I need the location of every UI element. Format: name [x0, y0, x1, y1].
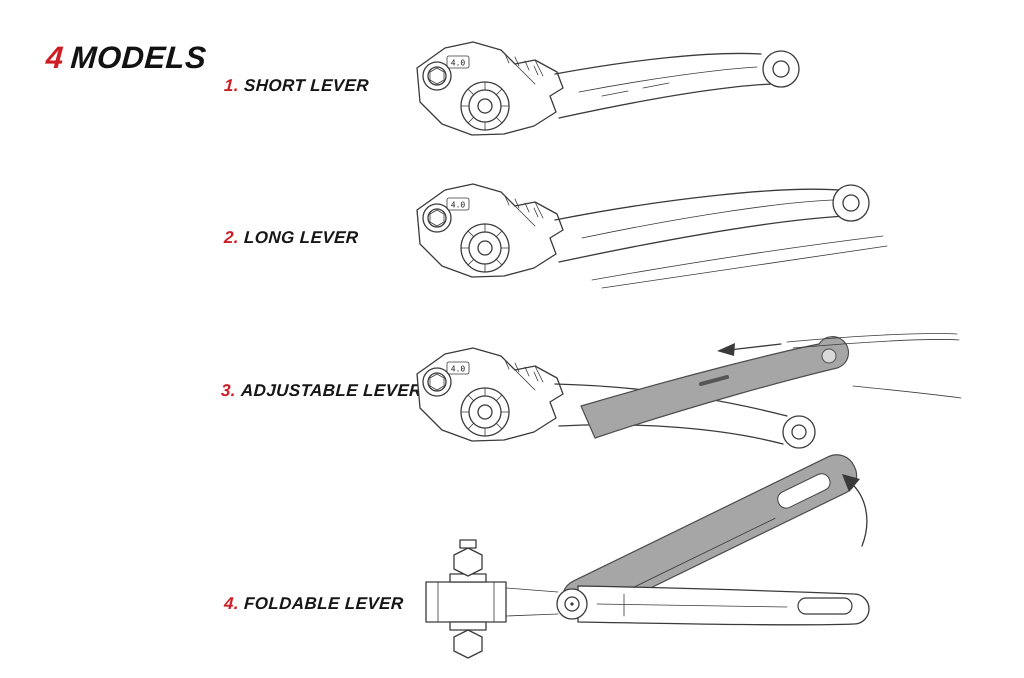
illustration-foldable-lever	[425, 454, 870, 659]
clamp-bolt-bottom	[453, 629, 483, 659]
blade-end-hole	[821, 348, 837, 364]
model-number: 4.	[223, 594, 240, 613]
adjusted-blade	[580, 336, 850, 439]
blade-end-hole	[791, 424, 807, 440]
heading-word: MODELS	[69, 40, 208, 75]
mount-clevis	[425, 539, 559, 659]
illustration-long-lever	[416, 183, 888, 289]
model-label-2: 2.LONG LEVER	[223, 228, 359, 248]
lever-arm	[577, 585, 870, 626]
model-label-text: SHORT LEVER	[243, 76, 370, 95]
lever-blade	[554, 184, 888, 289]
fold-pivot	[556, 588, 588, 620]
arm-slot	[797, 597, 853, 615]
model-number: 3.	[220, 381, 237, 400]
model-label-text: LONG LEVER	[243, 228, 360, 247]
clamp-bolt-top	[453, 547, 483, 577]
blade-end-hole	[842, 194, 860, 212]
blade-end-slot	[777, 473, 831, 509]
adjust-direction-arrow-icon	[717, 333, 962, 399]
lever-blade	[554, 50, 800, 119]
model-label-1: 1.SHORT LEVER	[223, 76, 370, 96]
fold-direction-arrow-icon	[842, 474, 868, 547]
model-label-4: 4.FOLDABLE LEVER	[223, 594, 405, 614]
heading-number: 4	[44, 40, 66, 75]
blade-end-hole	[772, 60, 790, 78]
lever-blade	[554, 383, 816, 449]
model-number: 1.	[223, 76, 240, 95]
illustration-short-lever	[416, 41, 800, 136]
model-label-text: FOLDABLE LEVER	[243, 594, 405, 613]
illustration-adjustable-lever	[416, 333, 962, 449]
model-number: 2.	[223, 228, 240, 247]
